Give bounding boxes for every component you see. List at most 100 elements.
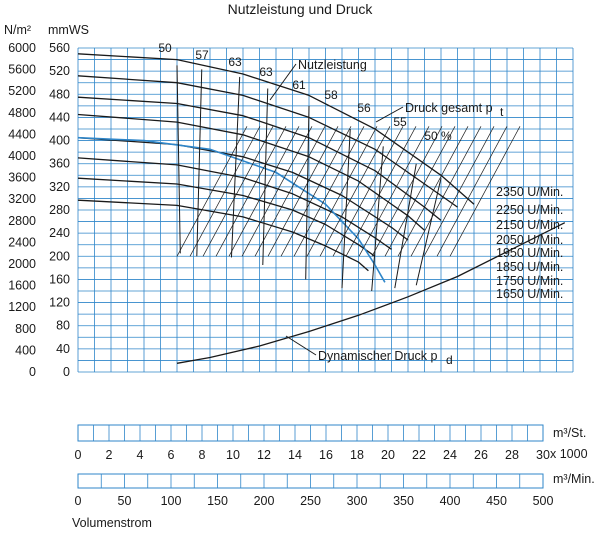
- hatch-line: [358, 126, 430, 257]
- y-tick-left-label: 4000: [8, 149, 36, 163]
- dynamic-pressure-curve: [176, 222, 566, 364]
- y-tick-right-label: 160: [49, 272, 70, 286]
- efficiency-label: 50: [158, 41, 172, 55]
- y-tick-right-label: 440: [49, 110, 70, 124]
- y-tick-left-label: 5600: [8, 63, 36, 77]
- y-tick-left-label: 4800: [8, 106, 36, 120]
- m3min-tick-label: 500: [533, 494, 554, 508]
- efficiency-label: 63: [259, 65, 273, 79]
- druck-gesamt-subscript: t: [500, 105, 504, 119]
- y-tick-left-label: 5200: [8, 84, 36, 98]
- y-unit-left: N/m²: [4, 23, 31, 37]
- efficiency-label: 56: [357, 101, 371, 115]
- dynamic-pressure-label: Dynamischer Druck p: [318, 349, 438, 363]
- hatch-line: [254, 126, 326, 257]
- y-tick-right-label: 520: [49, 64, 70, 78]
- efficiency-line: [371, 146, 384, 292]
- m3h-tick-label: 18: [350, 448, 364, 462]
- y-tick-right-label: 80: [56, 319, 70, 333]
- m3h-tick-label: 8: [199, 448, 206, 462]
- hatch-line: [332, 126, 404, 257]
- x-unit-m3min: m³/Min.: [553, 472, 595, 486]
- hatch-line: [449, 126, 521, 257]
- y-tick-right-label: 360: [49, 157, 70, 171]
- y-tick-right-label: 560: [49, 41, 70, 55]
- y-tick-right-label: 120: [49, 296, 70, 310]
- y-tick-left-label: 2400: [8, 235, 36, 249]
- m3h-tick-label: 28: [505, 448, 519, 462]
- m3h-tick-label: 4: [137, 448, 144, 462]
- m3min-tick-label: 450: [486, 494, 507, 508]
- chart-title: Nutzleistung und Druck: [228, 1, 374, 17]
- m3h-tick-label: 30: [536, 448, 550, 462]
- hatch-line: [345, 126, 417, 257]
- m3h-tick-label: 6: [168, 448, 175, 462]
- hatch-line: [410, 126, 482, 257]
- y-tick-right-label: 400: [49, 134, 70, 148]
- speed-curve: [77, 53, 475, 205]
- hatch-line: [215, 126, 287, 257]
- m3h-tick-label: 24: [443, 448, 457, 462]
- m3h-tick-label: 26: [474, 448, 488, 462]
- dynamic-pressure-subscript: d: [446, 353, 453, 367]
- efficiency-line: [415, 178, 442, 286]
- efficiency-line: [341, 128, 351, 289]
- y-tick-right-label: 40: [56, 342, 70, 356]
- y-tick-left-label: 6000: [8, 41, 36, 55]
- efficiency-line: [176, 65, 181, 254]
- efficiency-lines: [176, 65, 521, 292]
- efficiency-label: 55: [393, 115, 407, 129]
- m3min-tick-label: 100: [161, 494, 182, 508]
- hatch-line: [371, 126, 443, 257]
- efficiency-line: [196, 69, 203, 257]
- hatch-line: [423, 126, 495, 257]
- m3min-tick-label: 250: [300, 494, 321, 508]
- m3min-tick-label: 0: [75, 494, 82, 508]
- m3min-tick-label: 300: [347, 494, 368, 508]
- speed-curve: [77, 199, 369, 272]
- y-unit-right: mmWS: [48, 23, 89, 37]
- efficiency-line: [230, 76, 241, 258]
- hatch-line: [384, 126, 456, 257]
- speed-label: 1950 U/Min.: [496, 246, 563, 260]
- m3h-tick-label: 14: [288, 448, 302, 462]
- y-axis-ticks: 6000560052004800440040003600320028002400…: [8, 41, 70, 379]
- nutzleistung-pointer: [269, 63, 297, 101]
- m3h-tick-label: 16: [319, 448, 333, 462]
- hatch-line: [176, 126, 248, 257]
- m3h-tick-label: 0: [75, 448, 82, 462]
- efficiency-label: 57: [195, 48, 209, 62]
- m3min-tick-label: 200: [254, 494, 275, 508]
- speed-label: 2050 U/Min.: [496, 233, 563, 247]
- y-tick-left-label: 2800: [8, 214, 36, 228]
- m3min-tick-label: 150: [207, 494, 228, 508]
- druck-gesamt-pointer: [375, 106, 404, 123]
- m3min-tick-label: 350: [393, 494, 414, 508]
- m3h-tick-label: 10: [226, 448, 240, 462]
- hatch-line: [241, 126, 313, 257]
- hatch-line: [280, 126, 352, 257]
- hatch-line: [319, 126, 391, 257]
- m3h-tick-label: 20: [381, 448, 395, 462]
- efficiency-line: [305, 105, 310, 280]
- m3h-tick-label: 22: [412, 448, 426, 462]
- y-tick-right-label: 240: [49, 226, 70, 240]
- y-tick-right-label: 0: [63, 365, 70, 379]
- speed-label: 1850 U/Min.: [496, 260, 563, 274]
- x-unit-m3h: m³/St.: [553, 426, 586, 440]
- speed-curve: [77, 177, 376, 257]
- speed-label: 2350 U/Min.: [496, 185, 563, 199]
- hatch-line: [202, 126, 274, 257]
- m3min-tick-label: 50: [118, 494, 132, 508]
- hatch-line: [306, 126, 378, 257]
- speed-curve: [77, 113, 425, 231]
- efficiency-label: 63: [228, 55, 242, 69]
- speed-label: 1750 U/Min.: [496, 274, 563, 288]
- y-tick-right-label: 200: [49, 249, 70, 263]
- y-tick-left-label: 4400: [8, 127, 36, 141]
- y-tick-left-label: 1600: [8, 279, 36, 293]
- nutzleistung-label: Nutzleistung: [298, 58, 367, 72]
- hatch-line: [189, 126, 261, 257]
